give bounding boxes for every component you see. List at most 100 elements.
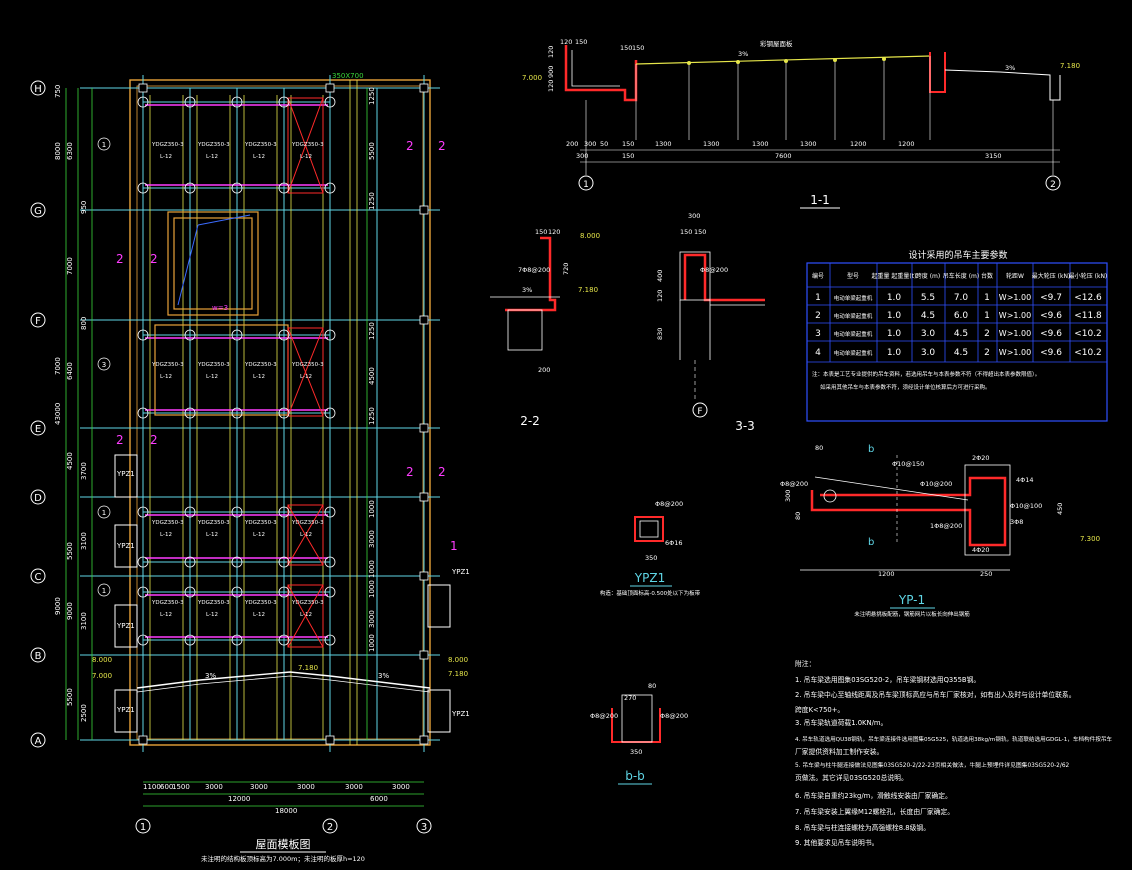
dim-left-10: 3100 [80,532,88,550]
dim-bottom-7: 3000 [392,783,410,791]
dim-bottom-3: 3000 [205,783,223,791]
s11-bot-0: 200 [566,140,578,148]
beam-sub-12: L-12 [160,612,172,618]
dim-right-8: 1000 [368,560,376,578]
yp1-note: 未注明悬挑板配筋，钢筋网片以板长向伸出钢筋 [854,610,970,618]
ypz1-width: 350 [645,554,657,562]
ypz1-label-5: YPZ1 [451,710,470,718]
s11-elev-right: 7.180 [1060,62,1080,70]
s22-dim-1: 120 [548,228,560,236]
plan-subtitle: 未注明的结构板顶标高为7.000m；未注明的板厚h=120 [201,854,365,863]
dim-left-9: 3700 [80,462,88,480]
mark-1: 2 [438,139,446,153]
beam-sub-8: L-12 [160,532,172,538]
td-0-4: 7.0 [954,293,969,303]
section-marks: 2 2 2 2 2 2 2 2 1 [116,139,458,553]
beam-sub-15: L-12 [300,612,312,618]
s33-bar-note: Φ8@200 [700,266,728,274]
yp1-bar-8: 1Φ8@200 [930,522,962,530]
dim-left-total: 43000 [54,403,62,425]
th-3: 跨度 (m) [916,272,940,280]
crane-note-1: 如采用其他吊车与本表参数不符，须经设计单位核算后方可进行采购。 [820,383,991,391]
s22-dim-3: 200 [538,366,550,374]
td-1-4: 6.0 [954,311,969,321]
grid-row-G: G [34,206,42,217]
dim-right-2: 1250 [368,192,376,210]
beam-sub-1: L-12 [206,154,218,160]
mark-4: 2 [116,433,124,447]
s11-label: 1-1 [810,193,830,207]
ypz1-columns [114,454,451,733]
opening-diagonal [177,224,199,306]
beam-label-3: YDGZ350-3 [291,142,324,148]
td-1-1: 电动单梁起重机 [834,312,873,320]
beam-sub-11: L-12 [300,532,312,538]
td-0-3: 5.5 [921,293,935,303]
note-7: 页做法。其它详见03SG520总说明。 [795,773,908,782]
detail-bb: 270 80 350 Φ8@200 Φ8@200 b-b [590,682,688,785]
beam-label-11: YDGZ350-3 [291,520,324,526]
s11-bot-9: 1200 [898,140,915,148]
dim-left-5: 800 [80,317,88,330]
dim-left-16: 2500 [80,704,88,722]
s11-top-dim-3: 150 [632,44,644,52]
slab-outline-outer [129,79,431,746]
dim-bottom-4: 3000 [250,783,268,791]
yp1-bar-3: 4Φ14 [1016,476,1034,484]
td-2-1: 电动单梁起重机 [834,330,873,338]
s11-line-note: 彩钢屋面板 [760,39,793,48]
dim-right-10: 3000 [368,610,376,628]
s33-concrete [683,253,765,302]
s11-total-0: 300 [576,152,588,160]
beam-label-6: YDGZ350-3 [244,362,277,368]
th-2: 起重量 起重量(t) [872,272,917,280]
s11-total-3: 3150 [985,152,1002,160]
s11-slope-b: 3% [1005,64,1015,72]
slab-outline-inner [136,85,424,740]
td-3-2: 1.0 [887,348,902,358]
s22-elev-bot: 7.180 [578,286,598,294]
yp1-concrete [810,476,1007,547]
ypz1-note: 构造：基础顶面标高-0.500处以下为板带 [600,589,701,597]
s11-top-dim-0: 120 [560,38,572,46]
td-2-5: 2 [984,329,990,339]
yp1-cut-bot: b [868,537,874,548]
beam-sub-9: L-12 [206,532,218,538]
yp1-cut-top: b [868,444,874,455]
yp1-elev: 7.300 [1080,535,1100,543]
td-1-3: 4.5 [921,311,935,321]
bb-dim-0: 270 [624,694,636,702]
grid-row-C: C [35,572,42,583]
svg-text:1: 1 [102,509,106,517]
svg-text:3: 3 [102,361,106,369]
grid-row-bubbles [30,80,46,748]
dim-right-0: 1250 [368,87,376,105]
td-2-6: W>1.00 [999,329,1031,338]
beam-label-1: YDGZ350-3 [197,142,230,148]
beam-label-8: YDGZ350-3 [151,520,184,526]
beam-label-7: YDGZ350-3 [291,362,324,368]
dim-left-12: 9000 [66,602,74,620]
dim-bottom-6: 3000 [345,783,363,791]
note-5: 厂家提供资料加工制作安装。 [795,747,883,756]
s22-dim-0: 150 [535,228,547,236]
dim-left-11: 5500 [66,542,74,560]
ypz1-label: YPZ1 [634,571,665,585]
s11-bot-4: 1300 [655,140,672,148]
bb-bar-left: Φ8@200 [590,712,618,720]
plan-top-note: 350X700 [332,72,364,80]
s11-bot-8: 1200 [850,140,867,148]
grid-col-1: 1 [140,822,146,833]
dim-bottom-12000: 12000 [228,795,250,803]
s33-dim-2: 150 [694,228,706,236]
svg-text:1: 1 [102,141,106,149]
s33-axis: F [697,407,702,417]
plan-slope-1: 3% [378,672,389,680]
beam-label-0: YDGZ350-3 [151,142,184,148]
plan-elevations: 8.000 7.000 7.180 8.000 7.180 [92,656,468,680]
plan-elev-1: 7.000 [92,672,112,680]
mark-2: 2 [116,252,124,266]
ypz1-label-3: YPZ1 [116,706,135,714]
ypz1-label-2: YPZ1 [116,622,135,630]
plan-elev-3: 8.000 [448,656,468,664]
